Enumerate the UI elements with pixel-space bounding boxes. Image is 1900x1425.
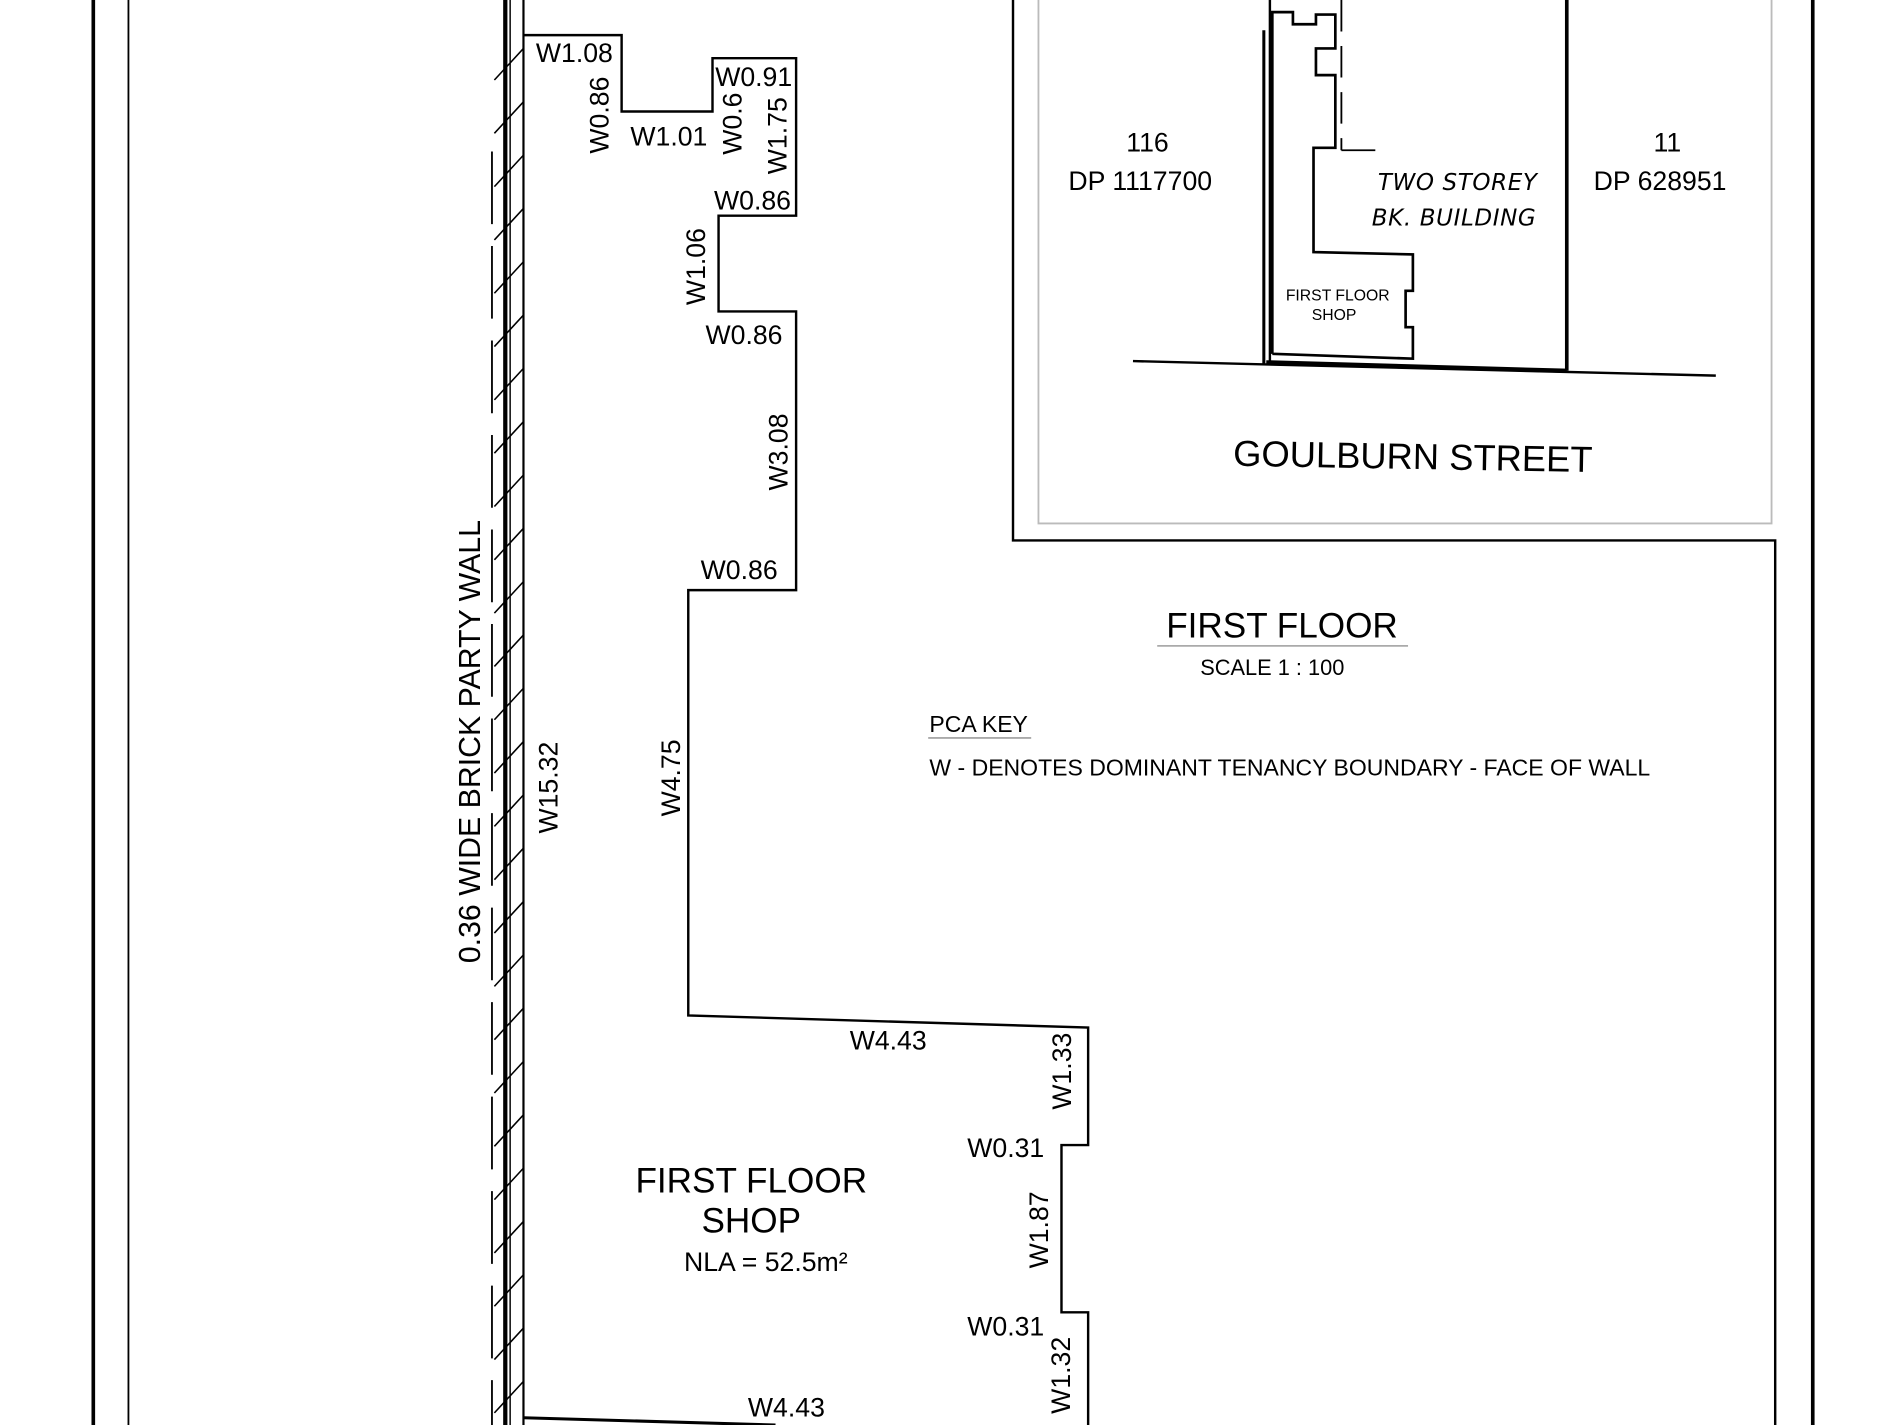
dim-label: W1.32 [1046, 1337, 1076, 1414]
hatch-line [493, 421, 525, 454]
dimension-labels: W1.08 W0.86 W1.01 W0.91 W0.6 W1.75 W0.86… [533, 38, 1077, 1423]
hatch-line [493, 1380, 525, 1414]
tenancy-boundary [523, 33, 1090, 1425]
party-wall [491, 0, 525, 1425]
dim-label: W3.08 [764, 413, 794, 490]
hatch-line [493, 1220, 525, 1254]
hatch-line [493, 474, 525, 508]
hatch-line [493, 1114, 525, 1147]
left-lot-dp: DP 1117700 [1068, 166, 1212, 196]
dim-label: W0.86 [706, 320, 783, 350]
room-name-line2: SHOP [702, 1201, 802, 1240]
hatch-line [493, 900, 525, 934]
dim-label: W0.86 [701, 555, 778, 585]
dim-label: W4.43 [748, 1393, 825, 1423]
tenancy-boundary-bottom [523, 1416, 776, 1425]
dim-label: W4.43 [850, 1025, 927, 1055]
location-plan: 116 DP 1117700 11 DP 628951 TWO STOREY B… [1068, 0, 1726, 480]
hatch-line [493, 1274, 525, 1307]
shop-label-line1: FIRST FLOOR [1286, 288, 1390, 305]
pca-key-text: W - DENOTES DOMINANT TENANCY BOUNDARY - … [929, 755, 1650, 781]
hatch-line [493, 101, 525, 134]
dim-label: W1.33 [1047, 1033, 1077, 1110]
dim-label: W15.32 [533, 742, 563, 834]
hatch-line [493, 367, 525, 401]
party-wall-label: 0.36 WIDE BRICK PARTY WALL [454, 520, 487, 963]
dim-label: W0.91 [715, 62, 792, 92]
dim-label: W1.01 [630, 121, 707, 151]
street-name: GOULBURN STREET [1233, 433, 1593, 480]
room-area: NLA = 52.5m² [684, 1247, 848, 1277]
drawing-title: FIRST FLOOR [1166, 606, 1398, 645]
hatch-line [493, 154, 525, 188]
hatch-line [493, 847, 525, 881]
hatch-line [493, 687, 525, 721]
dim-label: W1.08 [536, 38, 613, 68]
drawing-scale: SCALE 1 : 100 [1200, 655, 1344, 680]
dim-label: W0.86 [714, 186, 791, 216]
dim-label: W0.86 [584, 77, 614, 154]
hatch-line [493, 741, 525, 774]
dim-label: W1.06 [681, 228, 711, 305]
hatch-line [493, 634, 525, 667]
dim-label: W1.87 [1024, 1191, 1054, 1268]
dim-label: W0.31 [967, 1311, 1044, 1341]
building-label-line1: TWO STOREY [1378, 170, 1539, 196]
hatch-line [493, 527, 525, 561]
pca-key-heading: PCA KEY [929, 711, 1028, 737]
dim-label: W4.75 [656, 739, 686, 816]
hatch-line [493, 1327, 525, 1361]
shop-label-line2: SHOP [1312, 307, 1357, 324]
dim-label: W1.75 [762, 97, 792, 174]
hatch-line [493, 207, 525, 241]
hatch-line [493, 1060, 525, 1094]
dim-label: W0.6 [718, 93, 748, 155]
left-lot-number: 116 [1126, 127, 1168, 157]
hatch-line [493, 47, 525, 81]
sheet-border [91, 0, 1815, 1425]
hatch-line [493, 1167, 525, 1201]
right-lot-number: 11 [1654, 127, 1682, 157]
hatch-line [493, 314, 525, 348]
room-name-line1: FIRST FLOOR [635, 1161, 867, 1200]
hatch-line [493, 1007, 525, 1041]
hatch-line [493, 581, 525, 614]
hatch-line [493, 794, 525, 827]
hatch-line [493, 261, 525, 294]
building-label-line2: BK. BUILDING [1372, 205, 1537, 231]
dim-label: W0.31 [967, 1133, 1044, 1163]
right-lot-dp: DP 628951 [1594, 166, 1727, 196]
hatch-line [493, 954, 525, 987]
